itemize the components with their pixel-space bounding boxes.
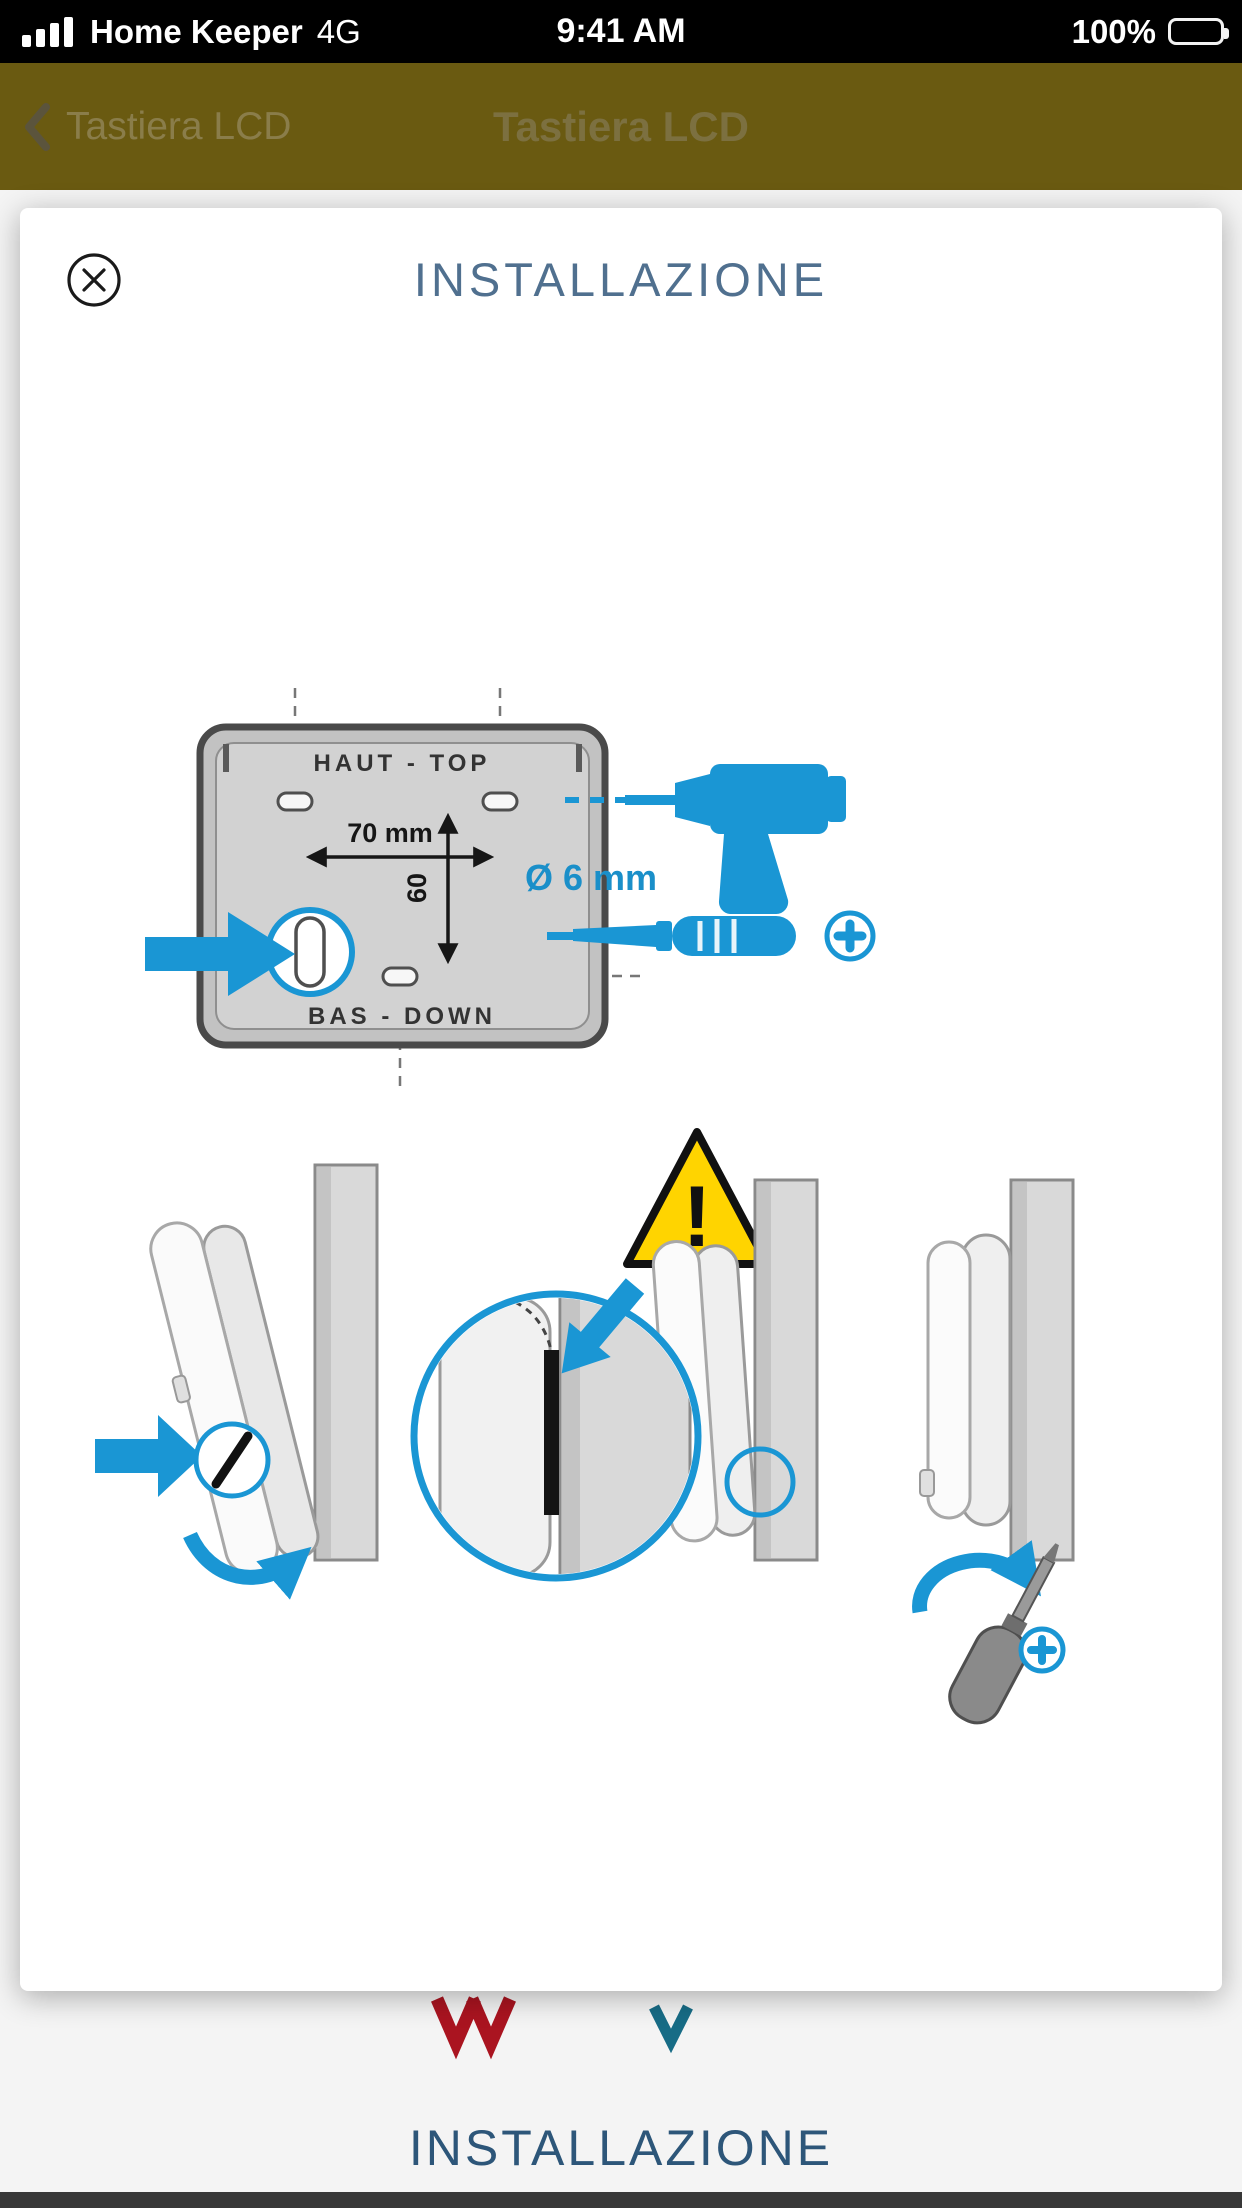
height-dimension-label: 60: [402, 873, 432, 903]
phillips-icon: [1018, 1626, 1066, 1674]
tools-group: Ø 6 mm: [525, 764, 876, 962]
modal-title: INSTALLAZIONE: [413, 253, 829, 306]
network-label: 4G: [316, 12, 361, 50]
underlay-page-bottom: INSTALLAZIONE: [0, 1991, 1242, 2208]
keypad-tilted: [149, 1221, 320, 1576]
chevron-left-icon: [25, 102, 50, 151]
screw-slot: [276, 791, 314, 812]
latch-mark: [211, 1431, 253, 1489]
status-bar: Home Keeper 4G 9:41 AM 100%: [0, 0, 1242, 63]
cable-slot: [294, 916, 326, 988]
installation-diagram: HAUT - TOP 70 mm 60 BAS - DOWN: [95, 688, 1075, 1725]
keypad-mounted: [919, 1233, 1012, 1527]
back-label: Tastiera LCD: [66, 104, 292, 148]
bottom-bar: [0, 2192, 1242, 2208]
close-icon: [67, 253, 121, 307]
phillips-icon: [824, 910, 876, 962]
battery-icon: [1168, 18, 1229, 45]
width-dimension-label: 70 mm: [347, 818, 433, 848]
carrier-label: Home Keeper: [90, 12, 303, 50]
battery-percent-label: 100%: [1071, 12, 1156, 50]
zoom-view: [438, 1298, 692, 1574]
back-button[interactable]: Tastiera LCD: [22, 63, 291, 190]
step2-illustration: !: [410, 1128, 819, 1582]
drill-diameter-label: Ø 6 mm: [525, 857, 657, 898]
red-chevron-icon: [431, 1996, 481, 2060]
underlay-carousel-icons: [431, 1996, 693, 2060]
red-chevron-icon: [466, 1996, 516, 2060]
rotate-arrow-icon: [183, 1531, 312, 1600]
pointer-arrow-icon: [95, 1415, 202, 1497]
teal-chevron-icon: [649, 2004, 693, 2054]
step3-illustration: [912, 1178, 1075, 1725]
gap-mark: [544, 1350, 559, 1515]
screwdriver-icon: [547, 916, 796, 956]
nav-bar: Tastiera LCD Tastiera LCD: [0, 63, 1242, 190]
screw-slot: [481, 791, 519, 812]
installation-modal: INSTALLAZIONE: [20, 208, 1222, 1991]
signal-icon: [22, 16, 73, 47]
mounting-plate-diagram: HAUT - TOP 70 mm 60 BAS - DOWN: [145, 688, 645, 1088]
time-label: 9:41 AM: [556, 12, 686, 50]
clip-highlight-circle: [724, 1446, 796, 1518]
step1-illustration: [95, 1163, 379, 1600]
drill-icon: [625, 764, 846, 915]
screwdriver-gray-icon: [948, 1543, 1059, 1725]
rotate-arrow-icon: [912, 1540, 1041, 1614]
pointer-arrow-icon: [145, 912, 295, 996]
plate-bottom-label: BAS - DOWN: [308, 1003, 496, 1030]
screw-slot: [381, 966, 419, 987]
pointer-arrow-icon: [561, 1278, 645, 1374]
underlay-title: INSTALLAZIONE: [408, 2120, 834, 2176]
plate-top-label: HAUT - TOP: [314, 750, 491, 777]
close-button[interactable]: [65, 251, 123, 309]
